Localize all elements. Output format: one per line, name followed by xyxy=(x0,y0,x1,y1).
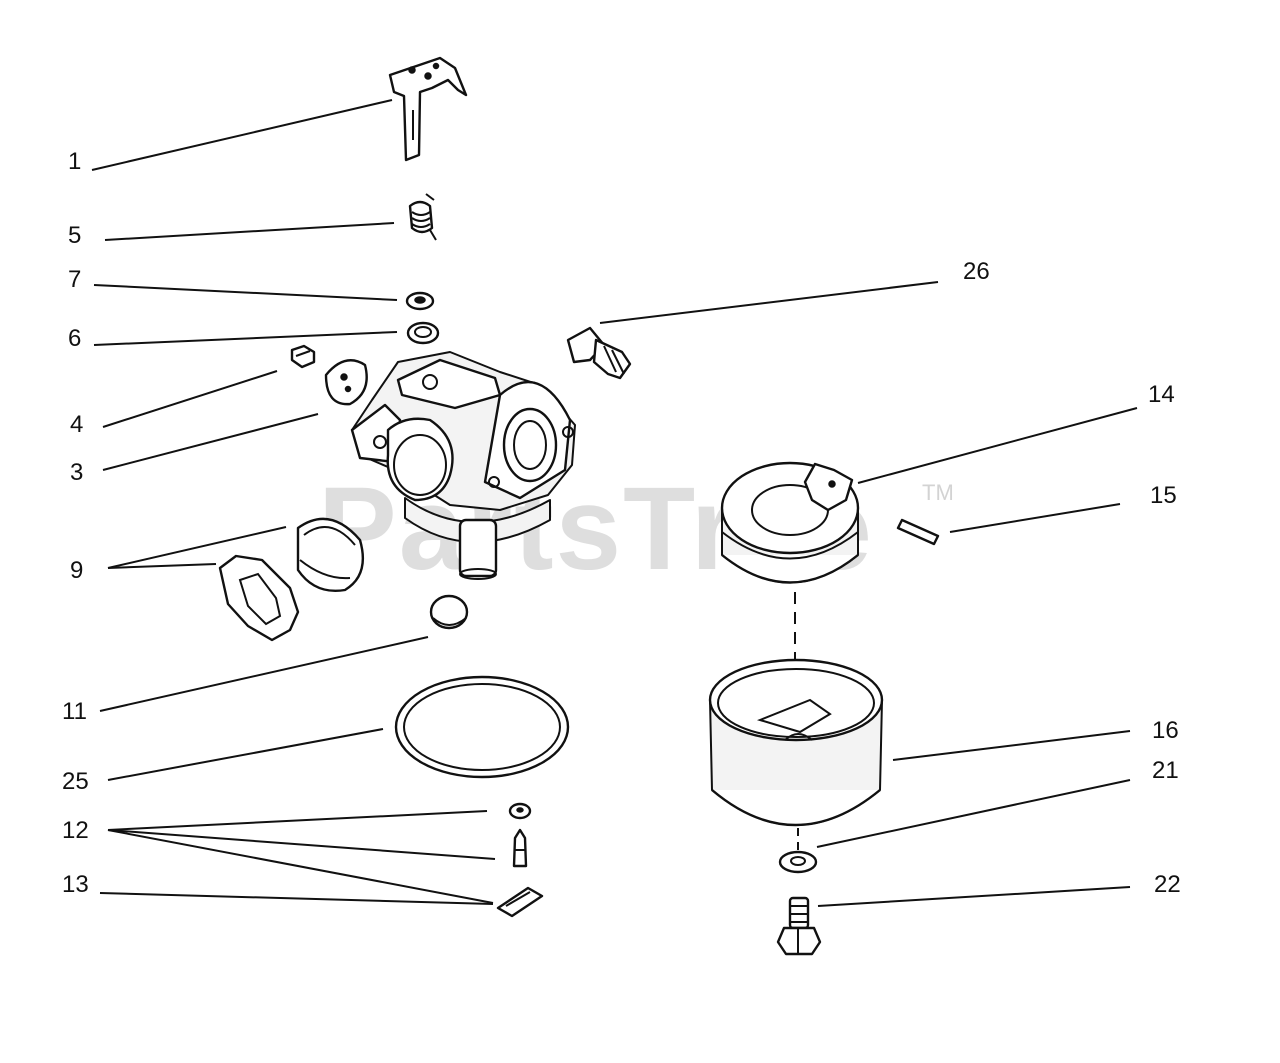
callout-15: 15 xyxy=(1150,482,1177,509)
callout-26: 26 xyxy=(963,258,990,285)
callout-3: 3 xyxy=(70,459,84,486)
part-11-disc xyxy=(429,594,469,630)
part-1-throttle-lever xyxy=(388,56,468,162)
callout-12: 12 xyxy=(62,817,89,844)
callout-22: 22 xyxy=(1154,871,1181,898)
watermark-trademark: TM xyxy=(922,480,954,505)
part-12-needle-assembly xyxy=(496,802,544,918)
callout-7: 7 xyxy=(68,266,82,293)
callout-21: 21 xyxy=(1152,757,1179,784)
callout-11: 11 xyxy=(62,698,87,725)
callout-16: 16 xyxy=(1152,717,1179,744)
part-6-seal xyxy=(406,321,440,345)
callout-9: 9 xyxy=(70,557,84,584)
callout-6: 6 xyxy=(68,325,82,352)
part-7-washer xyxy=(405,291,435,311)
part-9-primer-bulb xyxy=(218,517,365,642)
part-15-pin xyxy=(896,518,940,546)
part-14-float xyxy=(720,461,860,584)
part-16-float-bowl xyxy=(708,658,884,827)
part-4-screw xyxy=(290,344,368,406)
callout-14: 14 xyxy=(1148,381,1175,408)
part-25-o-ring xyxy=(394,675,570,779)
callout-13: 13 xyxy=(62,871,89,898)
callout-25: 25 xyxy=(62,768,89,795)
part-5-spring xyxy=(408,193,437,241)
part-26-elbow-fitting xyxy=(566,326,632,380)
part-3-carburetor-body xyxy=(350,351,576,580)
callout-1: 1 xyxy=(68,148,82,175)
part-21-washer xyxy=(778,850,818,874)
leader-lines xyxy=(91,99,1138,907)
callout-5: 5 xyxy=(68,222,82,249)
callout-4: 4 xyxy=(70,411,84,438)
part-22-bowl-nut xyxy=(776,896,822,956)
